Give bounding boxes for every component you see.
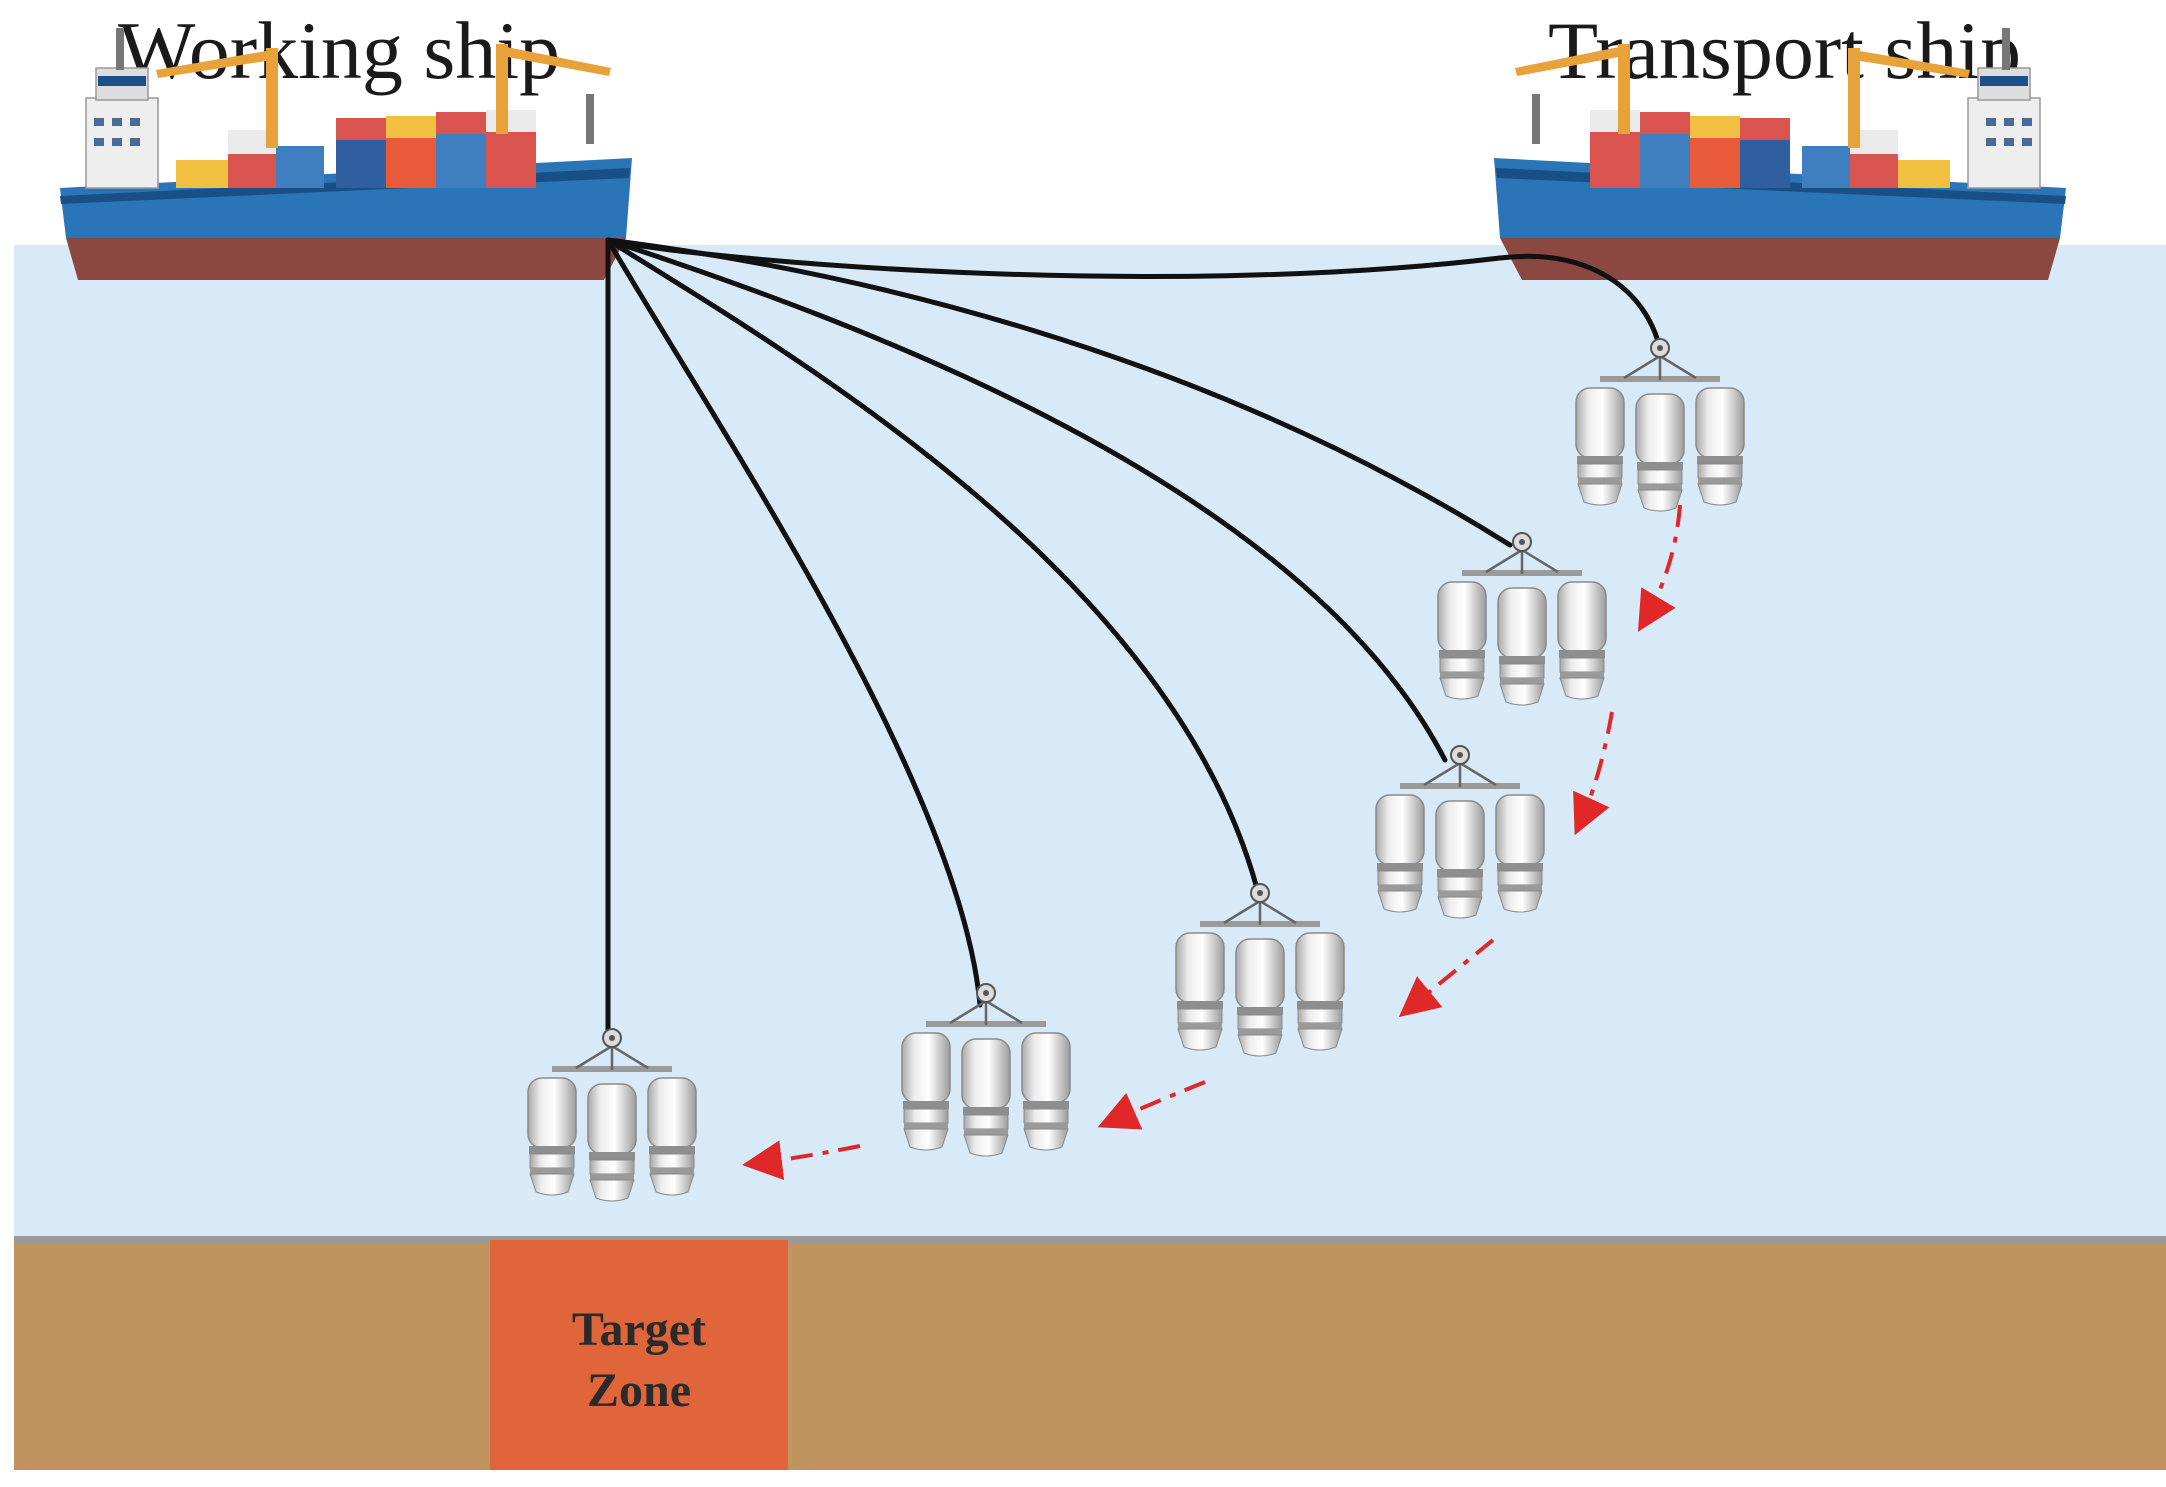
target-zone: [490, 1240, 788, 1470]
cables: [605, 237, 1663, 1043]
arrow-1: [1637, 504, 1682, 632]
motion-arrows: [742, 504, 1682, 1181]
working-ship-label: Working ship: [118, 5, 560, 96]
cable-5: [605, 237, 983, 1008]
cable-3: [605, 237, 1448, 763]
sea-water: [14, 245, 2166, 1240]
seabed-line: [14, 1236, 2166, 1243]
target-zone-label-line2: Zone: [587, 1364, 691, 1417]
cable-2: [605, 237, 1513, 548]
target-zone-label-line1: Target: [572, 1303, 706, 1356]
arrow-5: [742, 1140, 861, 1181]
arrow-4: [1097, 1080, 1206, 1130]
seabed: [14, 1240, 2166, 1470]
cable-4: [605, 237, 1263, 903]
arrow-3: [1398, 938, 1495, 1018]
arrow-2: [1573, 711, 1614, 836]
